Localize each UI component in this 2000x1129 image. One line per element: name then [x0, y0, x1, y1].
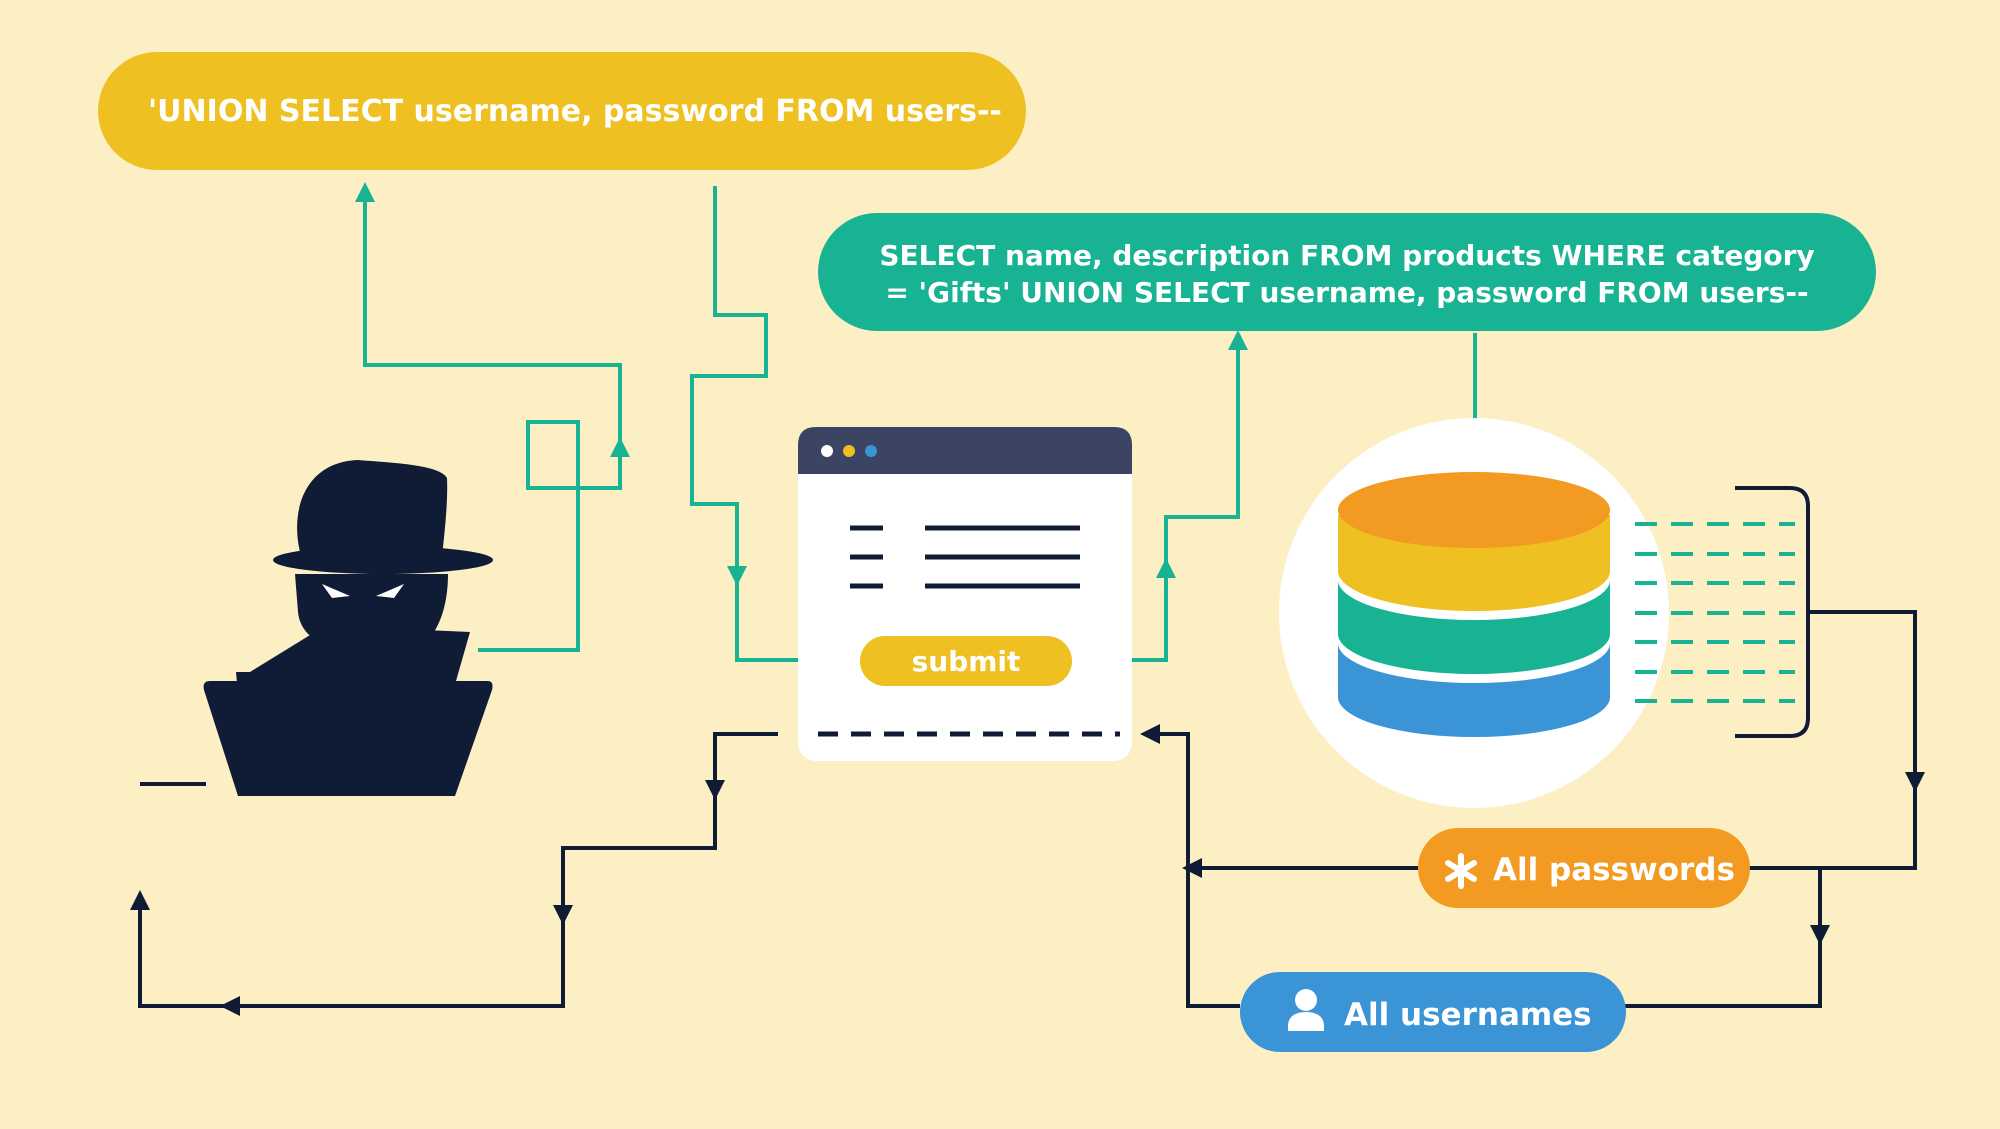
all-usernames-pill: All usernames [1240, 972, 1626, 1052]
query-text-line2: = 'Gifts' UNION SELECT username, passwor… [885, 276, 1808, 309]
usernames-to-browser-line [1140, 724, 1240, 1008]
submit-label: submit [912, 645, 1021, 678]
submit-button[interactable]: submit [860, 636, 1072, 686]
all-passwords-label: All passwords [1493, 852, 1735, 888]
data-rows [1635, 522, 1795, 703]
hacker-icon [203, 460, 493, 796]
window-text-lines [850, 525, 1080, 589]
database-icon [1279, 418, 1669, 808]
window-dot-blue [865, 445, 877, 457]
query-text-line1: SELECT name, description FROM products W… [879, 239, 1814, 272]
results-to-usernames-line [1625, 868, 1822, 1008]
payload-bubble: 'UNION SELECT username, password FROM us… [98, 52, 1026, 170]
query-bubble: SELECT name, description FROM products W… [818, 213, 1876, 331]
submit-to-query-line [1080, 330, 1248, 662]
window-dot-white [821, 445, 833, 457]
hacker-to-payload-line [355, 182, 622, 652]
browser-to-hacker-line [130, 732, 778, 1008]
navy-connectors [130, 486, 1925, 1016]
window-title-bar [798, 427, 1132, 474]
browser-window [798, 427, 1132, 761]
all-passwords-pill: All passwords [1418, 828, 1750, 908]
window-dot-yellow [843, 445, 855, 457]
all-usernames-label: All usernames [1344, 997, 1592, 1033]
asterisk-icon [1445, 853, 1477, 889]
teal-connectors [355, 182, 1485, 670]
user-icon [1288, 989, 1324, 1031]
bracket-to-results-line [1748, 610, 1917, 870]
payload-text: 'UNION SELECT username, password FROM us… [148, 94, 1002, 129]
payload-to-submit-line [690, 186, 854, 670]
